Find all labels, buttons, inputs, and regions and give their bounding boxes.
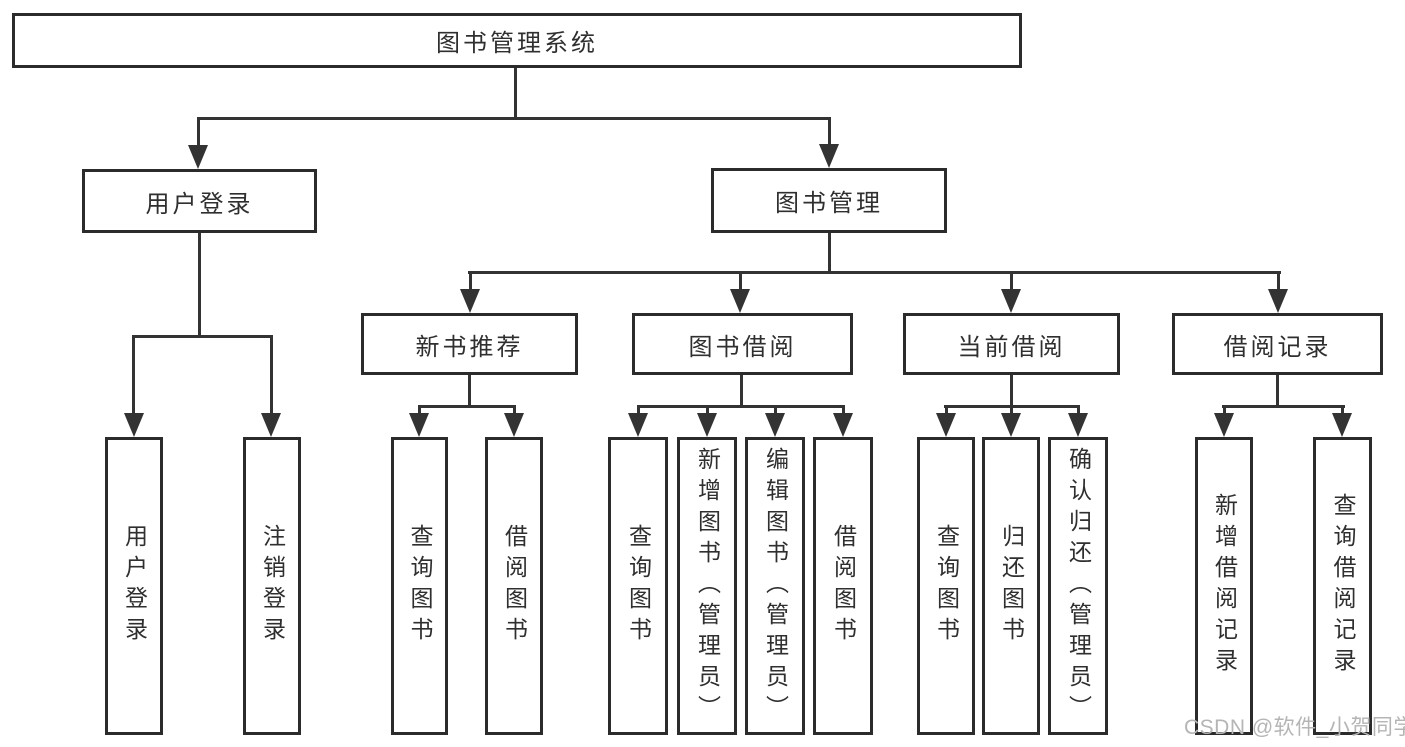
node-user-login-label: 用户登录 [145, 190, 254, 218]
node-book-borrow: 图书借阅 [632, 313, 853, 375]
leaf-query-books-current: 查询图书 [917, 437, 975, 735]
connector-borrow-records-branch [1222, 405, 1345, 408]
arrowhead-icon [1001, 289, 1021, 313]
leaf-query-borrow-record: 查询借阅记录 [1313, 437, 1372, 735]
leaf-label: 新增图书（管理员） [694, 446, 721, 726]
arrowhead-icon [936, 413, 956, 437]
leaf-logout: 注销登录 [243, 437, 301, 735]
connector-user-login-branch [132, 335, 273, 338]
connector-level2-branch [197, 117, 831, 120]
connector-stem-borrow-records [1277, 274, 1280, 292]
arrowhead-icon [833, 413, 853, 437]
arrowhead-icon [1332, 413, 1352, 437]
leaf-label: 查询图书 [933, 524, 960, 648]
node-user-login: 用户登录 [82, 169, 317, 233]
connector-stem-leaf [842, 408, 845, 416]
leaf-label: 借阅图书 [830, 524, 857, 648]
arrowhead-icon [1268, 289, 1288, 313]
leaf-label: 编辑图书（管理员） [762, 446, 789, 726]
arrowhead-icon [1001, 413, 1021, 437]
arrowhead-icon [504, 413, 524, 437]
connector-stem-leaf [945, 408, 948, 416]
connector-user-login-down [198, 233, 201, 338]
node-borrow-records-label: 借阅记录 [1223, 333, 1332, 361]
leaf-label: 查询借阅记录 [1330, 493, 1356, 679]
leaf-label: 借阅图书 [501, 524, 528, 648]
node-book-borrow-label: 图书借阅 [688, 333, 797, 361]
leaf-label: 归还图书 [998, 524, 1025, 648]
connector-stem-leaf [1341, 408, 1344, 416]
arrowhead-icon [460, 289, 480, 313]
connector-stem-leaf [774, 408, 777, 416]
arrowhead-icon [730, 289, 750, 313]
leaf-borrow-books: 借阅图书 [813, 437, 873, 735]
leaf-add-books-admin: 新增图书（管理员） [677, 437, 737, 735]
connector-stem-book-borrow [739, 274, 742, 292]
connector-stem-new-book [469, 274, 472, 292]
connector-stem-leaf [706, 408, 709, 416]
leaf-return-books: 归还图书 [982, 437, 1040, 735]
leaf-label: 查询图书 [625, 524, 652, 648]
node-root-label: 图书管理系统 [436, 30, 598, 57]
node-book-management: 图书管理 [711, 168, 947, 233]
connector-new-book-down [468, 375, 471, 408]
connector-level3-branch [468, 271, 1281, 274]
arrowhead-icon [765, 413, 785, 437]
leaf-label: 新增借阅记录 [1211, 493, 1238, 679]
connector-stem-leaf [513, 408, 516, 416]
node-current-borrow: 当前借阅 [903, 313, 1120, 375]
node-book-management-label: 图书管理 [775, 190, 883, 217]
connector-stem-leaf [1077, 408, 1080, 416]
arrowhead-icon [628, 413, 648, 437]
leaf-user-login: 用户登录 [105, 437, 163, 735]
connector-stem-leaf [1223, 408, 1226, 416]
connector-stem-leaf-logout [270, 338, 273, 416]
connector-stem-book-management [828, 118, 831, 146]
connector-root-trunk [514, 68, 517, 118]
connector-book-borrow-branch [637, 405, 845, 408]
arrowhead-icon [819, 144, 839, 168]
connector-current-borrow-down [1010, 375, 1013, 408]
leaf-label: 注销登录 [259, 524, 286, 648]
leaf-add-borrow-record: 新增借阅记录 [1195, 437, 1253, 735]
arrowhead-icon [1214, 413, 1234, 437]
connector-stem-current-borrow [1010, 274, 1013, 292]
leaf-label: 查询图书 [407, 524, 433, 648]
arrowhead-icon [409, 413, 429, 437]
connector-book-management-down [828, 233, 831, 274]
arrowhead-icon [261, 413, 281, 437]
arrowhead-icon [697, 413, 717, 437]
node-borrow-records: 借阅记录 [1172, 313, 1383, 375]
leaf-edit-books-admin: 编辑图书（管理员） [745, 437, 805, 735]
connector-stem-leaf [637, 408, 640, 416]
connector-current-borrow-branch [944, 405, 1080, 408]
connector-stem-user-login [197, 118, 200, 148]
node-current-borrow-label: 当前借阅 [957, 333, 1066, 361]
connector-borrow-records-down [1276, 375, 1279, 408]
connector-stem-leaf [418, 408, 421, 416]
connector-new-book-branch [418, 405, 516, 408]
arrowhead-icon [1068, 413, 1088, 437]
node-root: 图书管理系统 [12, 13, 1022, 68]
node-new-book-recommend-label: 新书推荐 [415, 333, 524, 361]
arrowhead-icon [124, 413, 144, 437]
connector-stem-leaf [1010, 408, 1013, 416]
leaf-query-books-borrow: 查询图书 [608, 437, 668, 735]
connector-stem-leaf-login [132, 338, 135, 416]
leaf-label: 用户登录 [121, 524, 148, 648]
leaf-confirm-return-admin: 确认归还（管理员） [1048, 437, 1108, 735]
csdn-watermark: CSDN @软件_小贺同学 [1184, 716, 1405, 739]
connector-book-borrow-down [740, 375, 743, 408]
arrowhead-icon [188, 145, 208, 169]
node-new-book-recommend: 新书推荐 [361, 313, 578, 375]
leaf-label: 确认归还（管理员） [1065, 446, 1092, 726]
leaf-query-books-recommend: 查询图书 [391, 437, 448, 735]
leaf-borrow-books-recommend: 借阅图书 [485, 437, 543, 735]
